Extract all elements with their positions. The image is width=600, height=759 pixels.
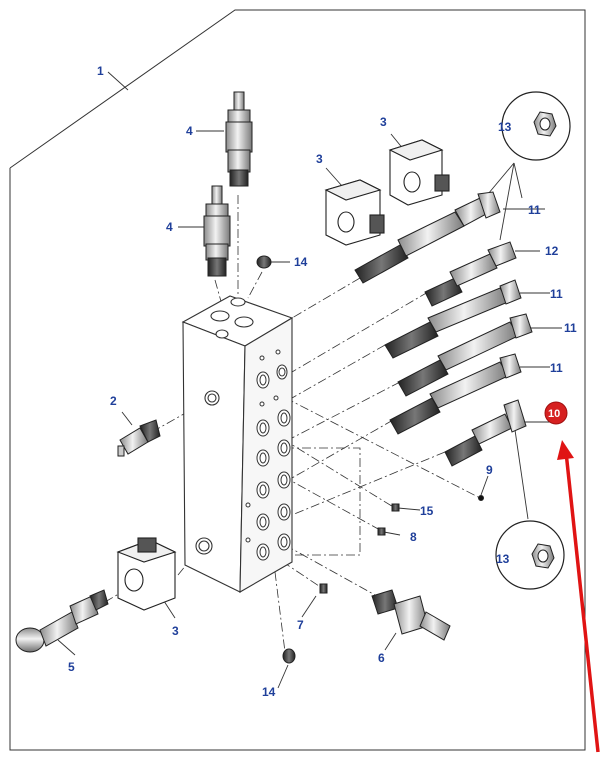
label-part-14-upper[interactable]: 14 — [294, 255, 308, 269]
detail-circle-lower — [495, 520, 565, 590]
label-part-4-upper[interactable]: 4 — [186, 124, 193, 138]
explode-lines — [104, 195, 481, 653]
label-leaders — [57, 71, 562, 689]
highlight-badge[interactable] — [544, 401, 568, 425]
cartridge-valve-2 — [424, 241, 517, 307]
label-part-15[interactable]: 15 — [420, 504, 434, 518]
cartridge-valve-4 — [397, 313, 533, 397]
sensor — [371, 589, 451, 641]
solenoid-coil-upper-left — [324, 179, 385, 246]
annotation-arrow — [557, 440, 600, 753]
label-part-1[interactable]: 1 — [97, 64, 104, 78]
label-part-11-c[interactable]: 11 — [564, 321, 577, 335]
cartridge-valve-3 — [384, 279, 522, 359]
small-fittings — [256, 255, 484, 664]
label-part-12[interactable]: 12 — [545, 244, 559, 258]
label-part-11-a[interactable]: 11 — [528, 203, 541, 217]
cartridge-valve-5 — [389, 353, 522, 435]
block-ports — [245, 349, 291, 561]
label-part-9[interactable]: 9 — [486, 463, 493, 477]
pressure-switch — [117, 419, 161, 457]
cartridge-valve-10 — [444, 399, 527, 467]
label-part-5[interactable]: 5 — [68, 660, 75, 674]
label-part-13-lower[interactable]: 13 — [496, 552, 510, 566]
label-part-11-d[interactable]: 11 — [550, 361, 563, 375]
solenoid-valve — [15, 589, 109, 653]
solenoid-coil-lower — [116, 537, 177, 611]
label-part-13-upper[interactable]: 13 — [498, 120, 512, 134]
label-part-8[interactable]: 8 — [410, 530, 417, 544]
label-part-7[interactable]: 7 — [297, 618, 304, 632]
label-part-3-lower[interactable]: 3 — [172, 624, 179, 638]
label-part-2[interactable]: 2 — [110, 394, 117, 408]
label-part-11-b[interactable]: 11 — [550, 287, 563, 301]
solenoid-coil-upper-right — [388, 139, 450, 206]
label-part-6[interactable]: 6 — [378, 651, 385, 665]
label-part-3-upper-left[interactable]: 3 — [316, 152, 323, 166]
label-part-10[interactable]: 10 — [548, 408, 560, 420]
label-part-14-lower[interactable]: 14 — [262, 685, 276, 699]
detail-circle-upper — [501, 91, 571, 161]
relief-valve-lower — [203, 185, 231, 277]
label-part-4-lower[interactable]: 4 — [166, 220, 173, 234]
callout-labels: 1 4 4 3 3 2 3 5 6 7 8 9 10 11 12 11 11 1… — [68, 64, 577, 699]
valve-block — [181, 295, 294, 593]
assembly-frame — [9, 9, 586, 751]
cartridge-valve-1 — [354, 191, 501, 284]
label-part-3-upper-right[interactable]: 3 — [380, 115, 387, 129]
relief-valve-upper — [225, 91, 253, 187]
